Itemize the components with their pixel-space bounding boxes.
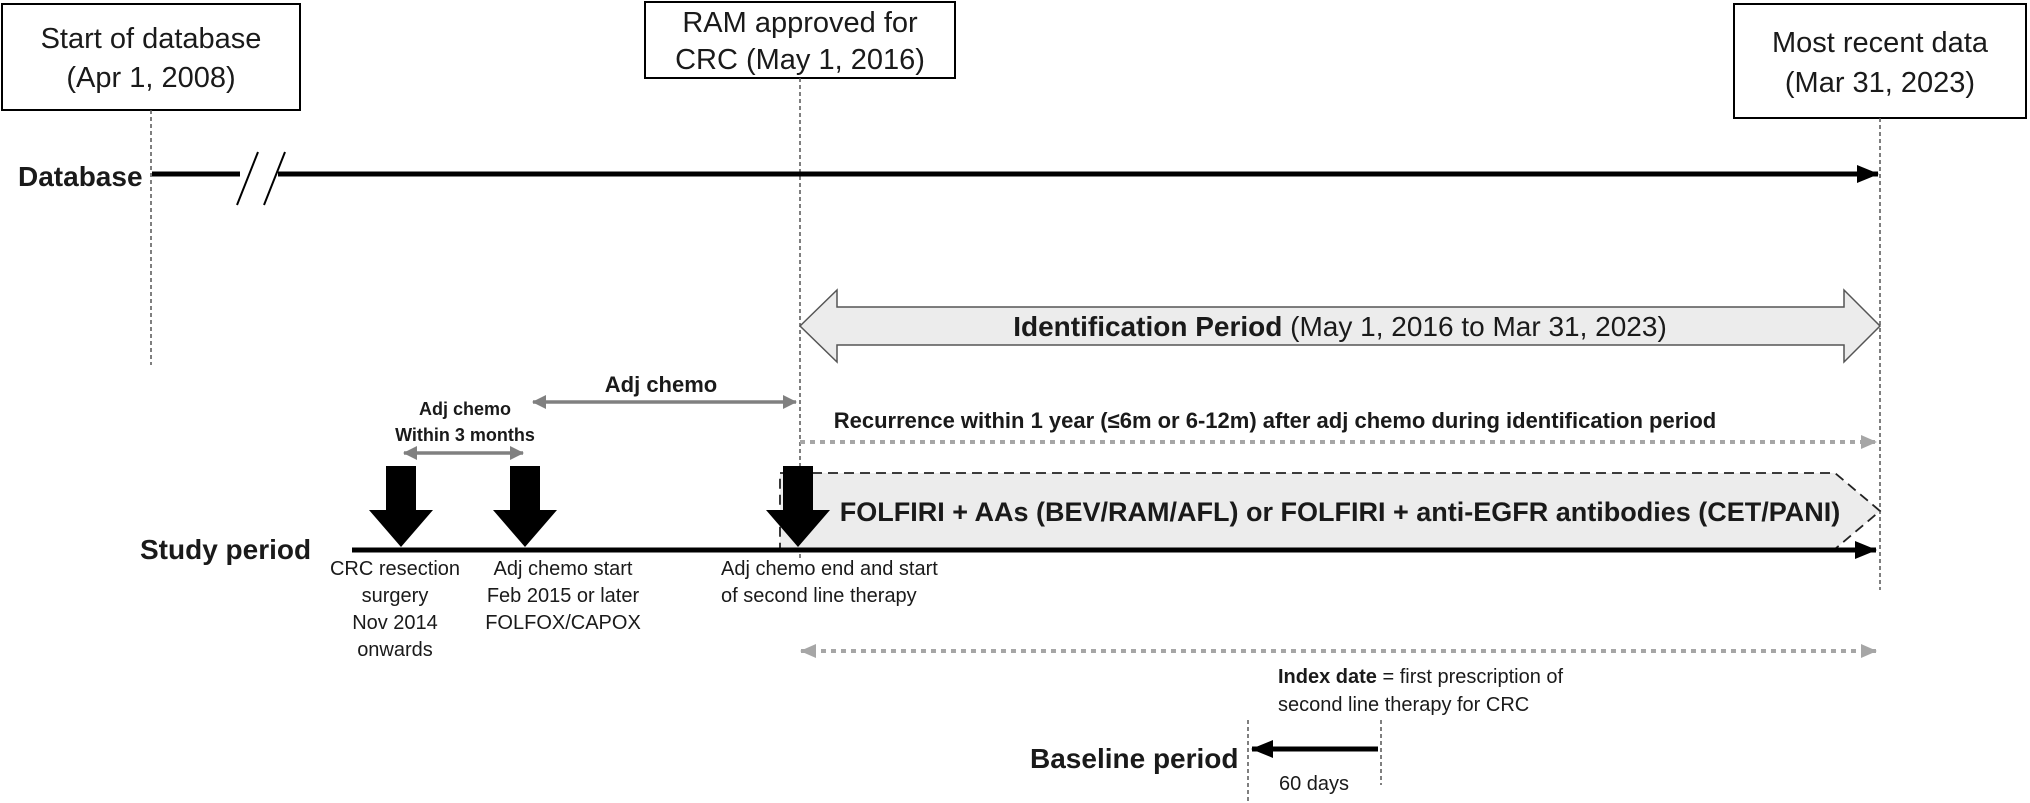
ram-box-line1: RAM approved for <box>682 7 918 39</box>
study-period-label: Study period <box>140 534 311 565</box>
adj-start-line2: Feb 2015 or later <box>487 585 640 607</box>
identification-period-bold: Identification Period <box>1013 311 1282 342</box>
adj-chemo-label: Adj chemo <box>605 372 717 397</box>
surgery-line4: onwards <box>357 639 433 661</box>
adj-chemo-within-line2: Within 3 months <box>395 425 535 445</box>
adj-start-line1: Adj chemo start <box>494 558 633 580</box>
database-label: Database <box>18 161 143 192</box>
start-box-line2: (Apr 1, 2008) <box>66 62 235 94</box>
adj-start-event-arrow <box>493 466 557 547</box>
second-line-therapy-band: FOLFIRI + AAs (BEV/RAM/AFL) or FOLFIRI +… <box>779 472 1882 550</box>
adj-end-line2: of second line therapy <box>721 585 917 607</box>
start-box-line1: Start of database <box>41 23 262 55</box>
recent-box-line1: Most recent data <box>1772 27 1989 59</box>
recurrence-text: Recurrence within 1 year (≤6m or 6-12m) … <box>834 408 1717 433</box>
adj-end-event-arrow <box>766 466 830 547</box>
baseline-days-label: 60 days <box>1279 773 1349 795</box>
axis-break-mark <box>236 151 259 206</box>
baseline-period-label: Baseline period <box>1030 743 1239 774</box>
recent-box-line2: (Mar 31, 2023) <box>1785 67 1975 99</box>
adj-end-line1: Adj chemo end and start <box>721 558 938 580</box>
ram-box-line2: CRC (May 1, 2016) <box>675 44 925 76</box>
surgery-event-label: CRC resection surgery Nov 2014 onwards <box>330 558 460 661</box>
surgery-line2: surgery <box>362 585 429 607</box>
surgery-line3: Nov 2014 <box>352 612 438 634</box>
axis-break-mark <box>263 151 286 206</box>
adj-chemo-within-line1: Adj chemo <box>419 399 511 419</box>
ram-approved-box: RAM approved for CRC (May 1, 2016) <box>644 1 956 79</box>
identification-period-text: Identification Period (May 1, 2016 to Ma… <box>1013 311 1667 342</box>
identification-period-arrow: Identification Period (May 1, 2016 to Ma… <box>798 288 1882 364</box>
index-date-line1: Index date = first prescription of <box>1278 666 1564 688</box>
surgery-event-arrow <box>369 466 433 547</box>
identification-period-dates: (May 1, 2016 to Mar 31, 2023) <box>1282 311 1666 342</box>
surgery-line1: CRC resection <box>330 558 460 580</box>
adj-start-line3: FOLFOX/CAPOX <box>485 612 641 634</box>
therapy-text: FOLFIRI + AAs (BEV/RAM/AFL) or FOLFIRI +… <box>840 497 1841 527</box>
start-of-database-box: Start of database (Apr 1, 2008) <box>1 3 301 111</box>
database-timeline <box>152 151 1879 206</box>
most-recent-data-box: Most recent data (Mar 31, 2023) <box>1733 3 2027 119</box>
adj-start-event-label: Adj chemo start Feb 2015 or later FOLFOX… <box>485 558 641 634</box>
index-date-rest: = first prescription of <box>1377 666 1564 688</box>
index-date-line2: second line therapy for CRC <box>1278 694 1529 716</box>
adj-end-event-label: Adj chemo end and start of second line t… <box>721 558 938 607</box>
index-date-bold: Index date <box>1278 666 1377 688</box>
